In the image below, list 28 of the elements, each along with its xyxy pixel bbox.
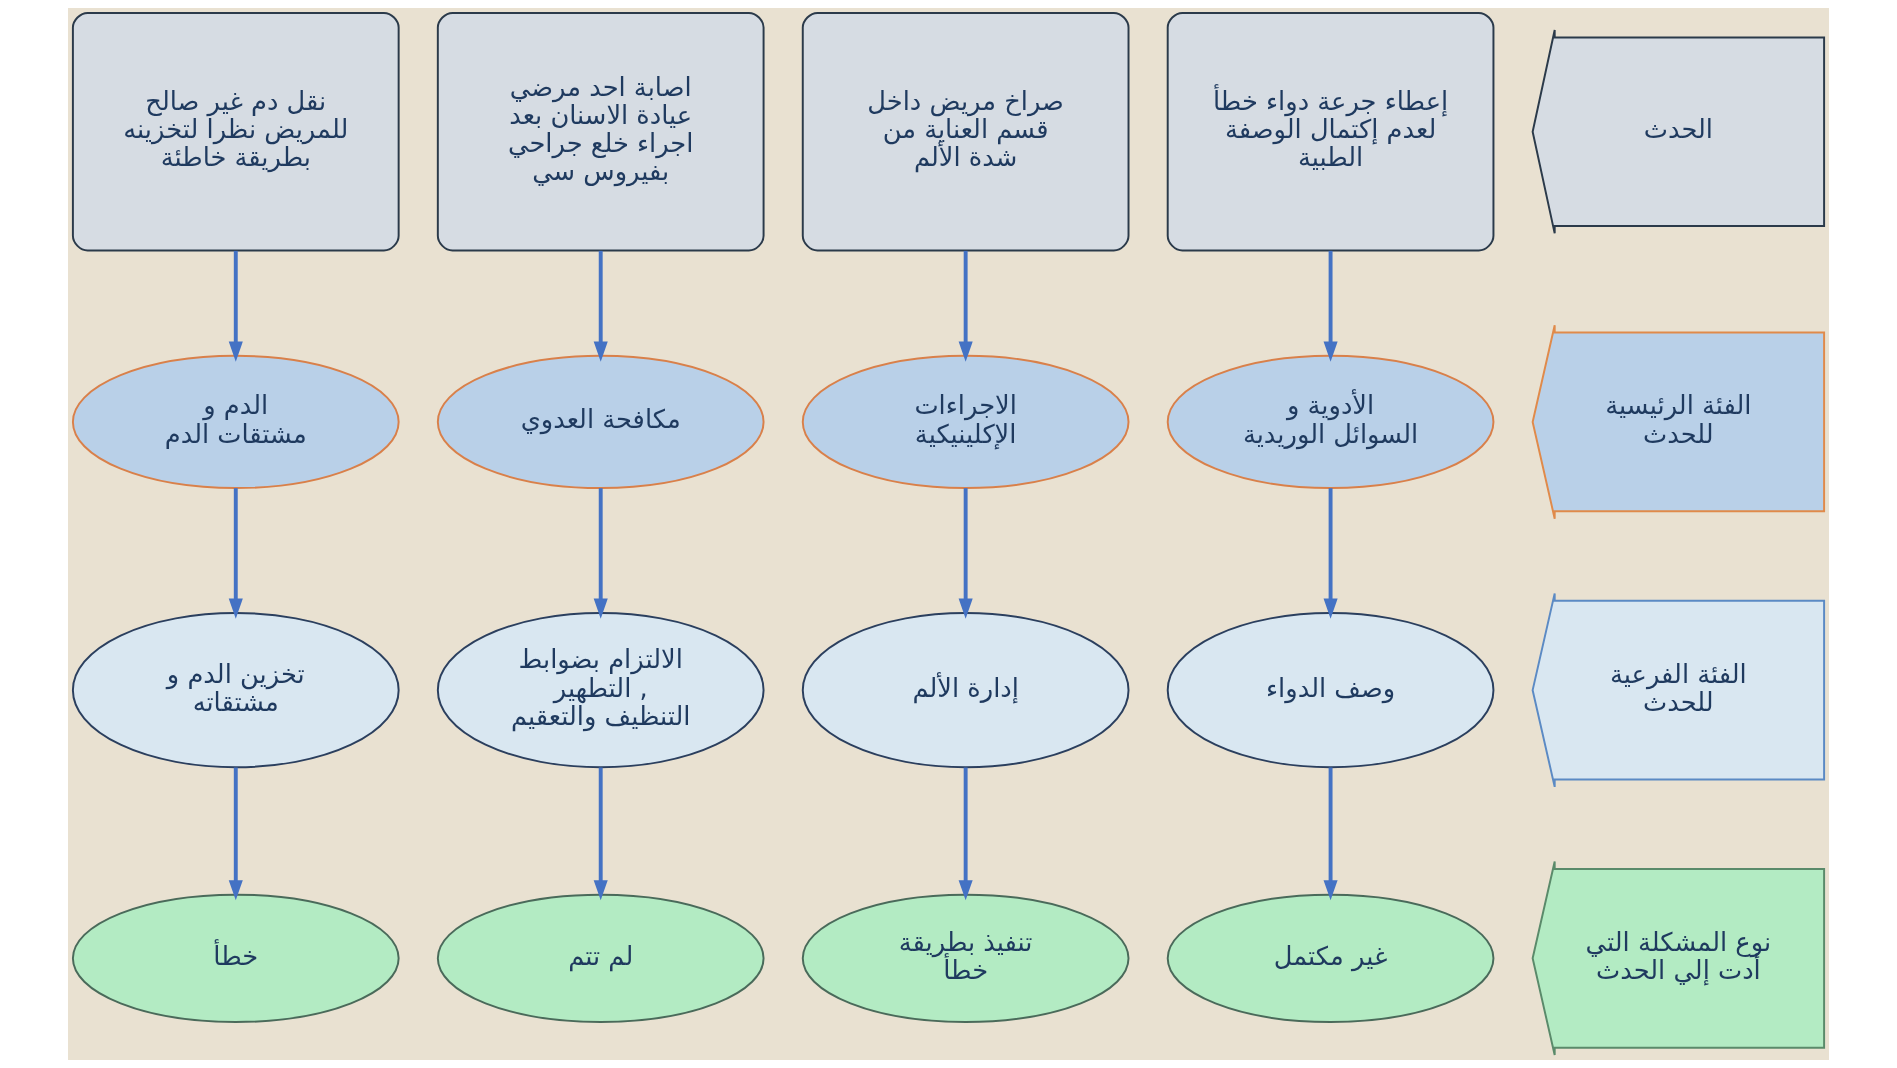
node-ellipse: الأدوية و السوائل الوريدية (1166, 354, 1495, 490)
arrow (958, 488, 973, 619)
node-ellipse: إدارة الألم (801, 612, 1130, 769)
arrow (593, 250, 608, 362)
arrow (228, 767, 243, 901)
node-box: نقل دم غير صالح للمريض نظرا لتخزينه بطريقة خاطئة (71, 11, 400, 252)
node-box: صراخ مريض داخل قسم العناية من شدة الألم (801, 11, 1130, 252)
arrow (593, 767, 608, 901)
arrow (958, 767, 973, 901)
arrow (1323, 488, 1338, 619)
node-ellipse: وصف الدواء (1166, 612, 1495, 769)
node-ellipse: مكافحة العدوي (436, 354, 765, 490)
node-ellipse: تنفيذ بطريقة خطأ (801, 893, 1130, 1023)
node-ellipse: خطأ (71, 893, 400, 1023)
arrow (228, 488, 243, 619)
node-ellipse: الالتزام بضوابط التطهير , التنظيف والتعقيم (436, 612, 765, 769)
node-box: إعطاء جرعة دواء خطأ لعدم إكتمال الوصفة الطبية (1166, 11, 1495, 252)
node-ellipse: غير مكتمل (1166, 893, 1495, 1023)
arrow (228, 250, 243, 362)
arrow (593, 488, 608, 619)
arrow (1323, 250, 1338, 362)
node-ellipse: تخزين الدم و مشتقاته (71, 612, 400, 769)
node-box: اصابة احد مرضي عيادة الاسنان بعد اجراء خلع جراحي بفيروس سي (436, 11, 765, 252)
node-ellipse: لم تتم (436, 893, 765, 1023)
node-ellipse: الدم و مشتقات الدم (71, 354, 400, 490)
arrow (1323, 767, 1338, 901)
node-ellipse: الاجراءات الإكلينيكية (801, 354, 1130, 490)
arrow (958, 250, 973, 362)
